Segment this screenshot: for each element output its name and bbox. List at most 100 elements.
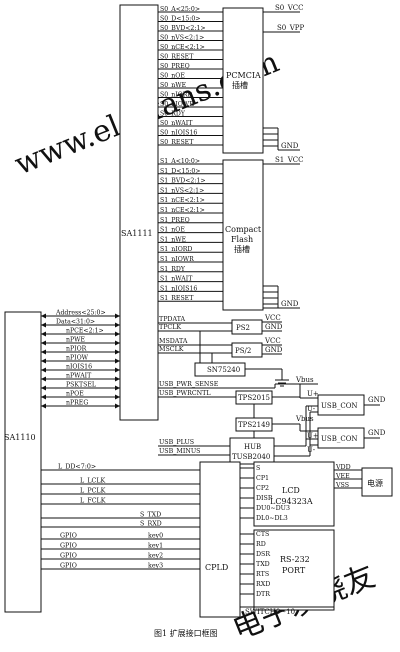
- ps2b-vcc: VCC: [264, 337, 281, 345]
- arrow-right-icon: [115, 322, 120, 328]
- rs232-pin-label: CTS: [256, 531, 269, 538]
- cpld-block: [199, 461, 241, 618]
- rs232-pin-label: DTR: [256, 591, 270, 598]
- ps2-rails: VCC GND VCC GND: [262, 314, 283, 355]
- gpio-label: GPIO: [60, 563, 77, 570]
- signal-label: S1_nWE: [160, 236, 187, 243]
- lcd-bus-label: L_DD<7:0>: [58, 464, 96, 471]
- ps2-keyboard-block: [231, 319, 263, 335]
- pcmcia-gnd-label: GND: [281, 142, 299, 150]
- s1-vcc-label: S1_VCC: [275, 156, 304, 164]
- ps2a-gnd: GND: [265, 323, 283, 331]
- ps2a-vcc: VCC: [264, 314, 281, 322]
- usb-con2-gnd: GND: [368, 429, 386, 437]
- signal-label: S1_nOE: [160, 227, 185, 234]
- lcd-pin-label: CP2: [256, 485, 269, 492]
- bus-label: nPWAIT: [66, 373, 92, 380]
- signal-label: S1_RDY: [160, 266, 186, 273]
- uplus-label-2: U+: [307, 432, 319, 440]
- rs232-pin-label: RXD: [256, 581, 270, 588]
- misc-signal-label: USB_PWRCNTL: [159, 390, 211, 397]
- s0-vcc-label: S0_VCC: [275, 4, 304, 12]
- serial-label: S_RXD: [140, 521, 162, 528]
- s0-vpp-label: S0_VPP: [277, 24, 305, 32]
- arrow-right-icon: [115, 403, 120, 409]
- bus-label: nPWE: [66, 337, 86, 344]
- cf-slot-block: [222, 159, 264, 311]
- lcd-block: [253, 461, 335, 527]
- power-block: [361, 467, 393, 497]
- signal-label: S0_BVD<2:1>: [160, 25, 206, 32]
- lcd-pin-label: DISP: [256, 495, 273, 502]
- lcd-bus-label: L_PCLK: [80, 488, 106, 495]
- lcd-pin-label: DU0~DU3: [256, 505, 290, 512]
- arrow-right-icon: [115, 331, 120, 337]
- signal-label: S1_nVS<2:1>: [160, 187, 204, 194]
- bus-label: nPCE<2:1>: [66, 328, 104, 335]
- arrow-right-icon: [115, 394, 120, 400]
- signal-label: S0_nWAIT: [160, 120, 193, 127]
- rs232-pin-label: RTS: [256, 571, 269, 578]
- key-label: key2: [148, 553, 163, 560]
- arrow-left-icon: [41, 349, 46, 355]
- signal-label: S0_RESET: [160, 139, 194, 146]
- signal-label: S0_nCE<2:1>: [160, 44, 205, 51]
- signal-label: S0_nIOWR: [160, 101, 194, 108]
- arrow-left-icon: [41, 394, 46, 400]
- sa1110-lower-signals: L_DD<7:0>L_LCLKL_PCLKL_FCLKS_TXDS_RXDGPI…: [41, 464, 200, 570]
- cf-signal-lines: S1_A<10:0>S1_D<15:0>S1_BVD<2:1>S1_nVS<2:…: [158, 158, 223, 302]
- tps2015-label: TPS2015: [238, 394, 270, 402]
- lcd-power-label: VDD: [335, 464, 351, 471]
- gpio-label: GPIO: [60, 533, 77, 540]
- misc-signal-label: USB_MINUS: [159, 448, 200, 455]
- pcmcia-power-rails: S0_VCC S0_VPP GND S1_VCC GND: [263, 4, 305, 309]
- misc-signal-label: MSCLK: [159, 346, 184, 353]
- signal-label: S0_RDY: [160, 111, 186, 118]
- vbus-label-1: Vbus: [295, 376, 314, 384]
- lcd-power-label: VSS: [335, 482, 349, 489]
- misc-signal-label: TPDATA: [159, 316, 186, 323]
- arrow-right-icon: [115, 313, 120, 319]
- bus-label: Address<25:0>: [55, 310, 106, 317]
- rs232-pin-label: RD: [256, 541, 266, 548]
- arrow-left-icon: [41, 385, 46, 391]
- signal-label: S1_A<10:0>: [160, 158, 200, 165]
- ps2b-gnd: GND: [265, 346, 283, 354]
- key-label: key1: [148, 543, 163, 550]
- arrow-right-icon: [115, 358, 120, 364]
- sn75240-label: SN75240: [207, 366, 240, 374]
- cf-gnd-label: GND: [281, 300, 299, 308]
- bus-label: nIOIS16: [66, 364, 92, 371]
- arrow-right-icon: [115, 385, 120, 391]
- sa1111-label: SA1111: [121, 229, 153, 238]
- ps2-label: PS2: [236, 324, 250, 332]
- misc-signal-label: TPCLK: [159, 324, 181, 331]
- tps2149-label: TPS2149: [238, 421, 270, 429]
- arrow-left-icon: [41, 367, 46, 373]
- signal-label: S1_nCE<2:1>: [160, 197, 205, 204]
- bus-label: PSKTSEL: [66, 382, 96, 389]
- rs232-pin-label: TXD: [256, 561, 270, 568]
- uminus-label-1: U-: [307, 405, 316, 413]
- sn75240-ground: [245, 368, 289, 387]
- serial-label: S_TXD: [140, 512, 161, 519]
- signal-label: S1_nIOIS16: [160, 285, 197, 292]
- arrow-right-icon: [115, 349, 120, 355]
- key-label: key0: [148, 533, 163, 540]
- arrow-right-icon: [115, 367, 120, 373]
- signal-label: S0_nIORD: [160, 92, 192, 99]
- sa1111-misc-signals: TPDATATPCLKMSDATAMSCLKUSB_PWR_SENSEUSB_P…: [159, 316, 219, 455]
- sa1110-sa1111-bus: Address<25:0>Data<31:0>nPCE<2:1>nPWEnPIO…: [41, 310, 120, 409]
- cpld-label: CPLD: [205, 563, 228, 572]
- figure-caption: 图1 扩展接口框图: [154, 628, 218, 638]
- signal-label: S1_nCE<2:1>: [160, 207, 205, 214]
- ps2-mouse-label: PS/2: [235, 347, 251, 355]
- arrow-left-icon: [41, 340, 46, 346]
- signal-label: S1_RESET: [160, 295, 194, 302]
